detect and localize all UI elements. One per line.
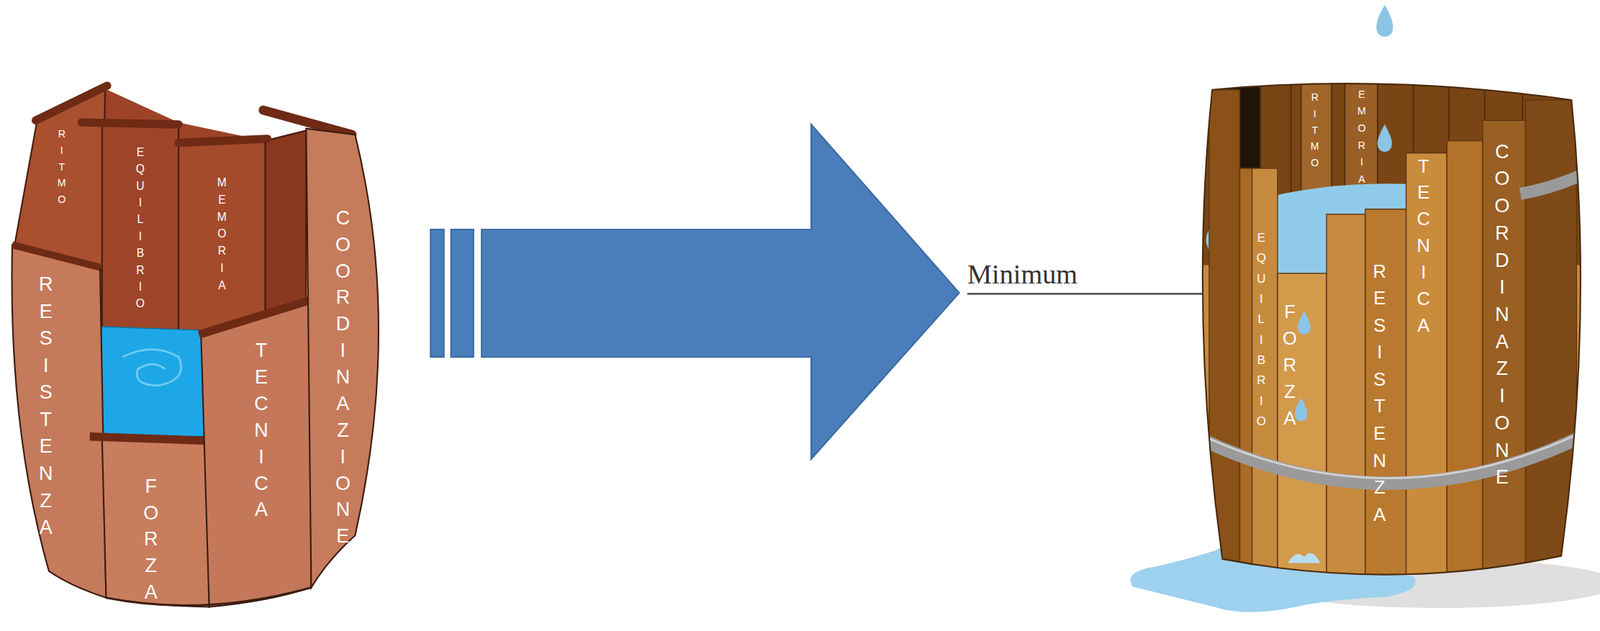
front-stave: [1482, 120, 1526, 621]
stave-label: COORDINAZIONE: [333, 207, 353, 553]
stave-label: MEMORIA: [1356, 71, 1367, 191]
stave-rim: [81, 122, 179, 125]
front-staves: [1209, 89, 1577, 623]
stave-rim: [35, 85, 108, 121]
water-swirl: [122, 349, 182, 386]
clay-barrel: [11, 85, 378, 607]
front-stave: [305, 128, 379, 589]
stave-label: RITMO: [1309, 92, 1320, 174]
water-splash: [1287, 553, 1321, 564]
barrel-stave: TECNICA: [1414, 156, 1434, 342]
stave-label: COORDINAZIONE: [1492, 141, 1512, 494]
water-drop: [1297, 310, 1310, 335]
arrow-bar: [451, 229, 474, 357]
stave-label: RESISTENZA: [1370, 261, 1390, 532]
stave-label: RITMO: [56, 128, 67, 211]
front-stave: [1446, 141, 1483, 621]
water-drop: [1376, 5, 1393, 37]
stave-label: RESISTENZA: [35, 273, 56, 545]
barrel-stave: COORDINAZIONE: [333, 207, 353, 553]
barrel-outline: [1202, 83, 1581, 575]
barrel-stave: COORDINAZIONE: [1492, 141, 1512, 494]
wooden-barrel: [1130, 5, 1600, 623]
front-stave: [11, 244, 106, 599]
back-stave: [1301, 81, 1333, 204]
front-stave: [1252, 168, 1278, 618]
barrel-stave: FORZA: [141, 475, 161, 609]
barrel-stave: RESISTENZA: [35, 273, 56, 545]
back-stave: [178, 141, 266, 337]
minimum-label: Minimum: [967, 261, 1078, 289]
stave-label: TECNICA: [1414, 156, 1434, 342]
back-stave: [102, 124, 179, 337]
barrel-bottom: [105, 588, 311, 607]
barrel-body: [1183, 61, 1600, 623]
barrel-stave: RITMO: [1309, 92, 1320, 174]
stave-rim: [89, 436, 210, 442]
barrel-hoop: [1520, 169, 1594, 194]
barrel-stave: RESISTENZA: [1370, 261, 1390, 532]
stave-rim: [198, 300, 311, 335]
arrow-bar: [430, 229, 444, 357]
water: [97, 326, 210, 437]
barrel-stave: FORZA: [1280, 302, 1300, 435]
hoop-highlight: [1199, 429, 1588, 479]
stave-rim: [178, 138, 268, 144]
stave-label: EQUILIBRIO: [1255, 230, 1268, 435]
barrel-stave: TECNICA: [251, 339, 271, 526]
stave-label: FORZA: [141, 475, 161, 609]
stave-rim: [12, 244, 101, 268]
front-stave: [200, 302, 311, 608]
stave-label: MEMORIA: [215, 176, 228, 296]
barrel-stave: RITMO: [56, 128, 67, 211]
stave-label: EQUILIBRIO: [133, 146, 146, 315]
front-stave: [1365, 209, 1407, 618]
barrel-stave: EQUILIBRIO: [133, 146, 146, 315]
arrow-body: [481, 124, 959, 460]
front-stave: [1209, 89, 1241, 621]
barrel-stave: EQUILIBRIO: [1255, 230, 1268, 435]
block-arrow: [430, 124, 959, 460]
barrel-stave: MEMORIA: [1356, 71, 1367, 191]
barrel-stave: MEMORIA: [215, 176, 228, 296]
front-stave: [1240, 168, 1253, 618]
water-drop: [1377, 124, 1392, 152]
front-stave: [1406, 153, 1448, 623]
stave-label: TECNICA: [251, 339, 271, 526]
back-stave: [14, 89, 106, 271]
front-stave: [1326, 214, 1366, 623]
stave-label: FORZA: [1280, 302, 1300, 435]
